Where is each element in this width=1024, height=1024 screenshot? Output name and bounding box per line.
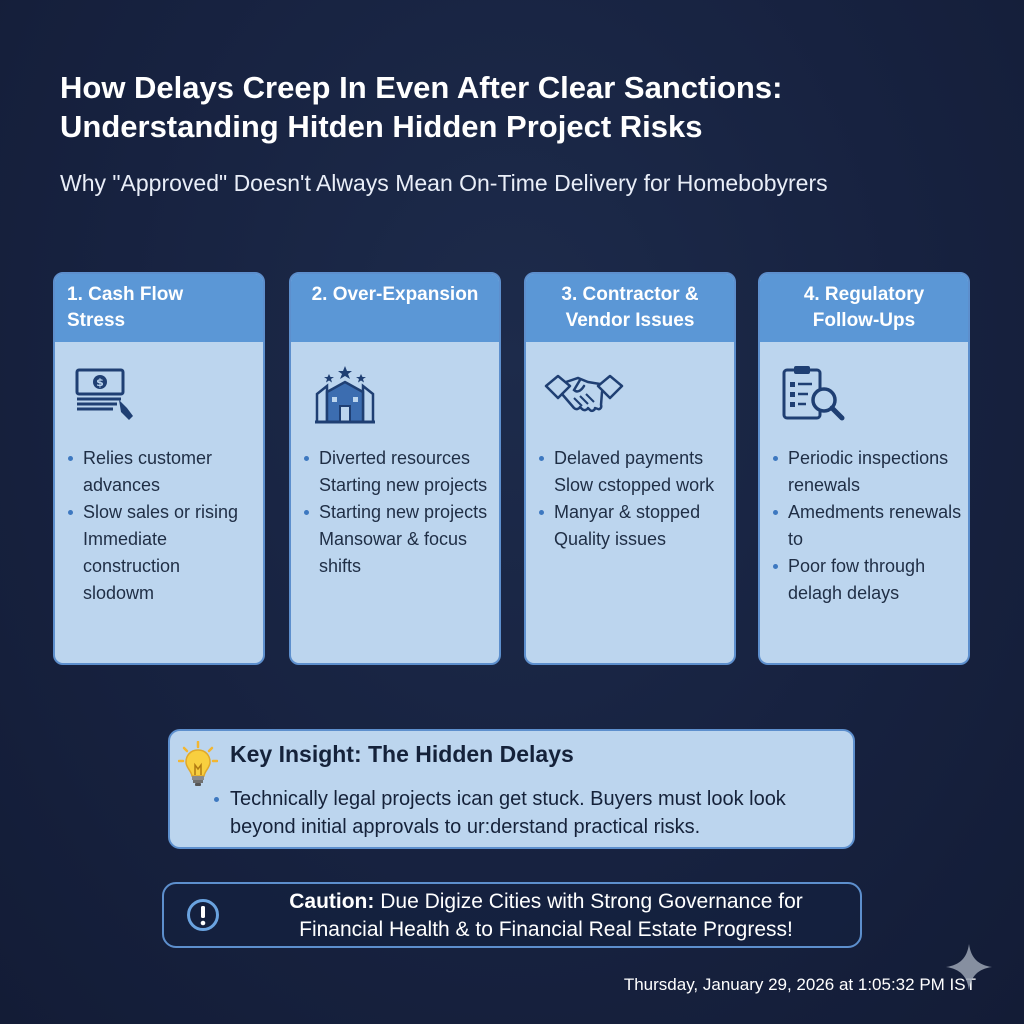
list-item-line: to [788, 529, 804, 549]
list-item: Manyar & stopped Quality issues [538, 499, 728, 553]
list-item-line: Manyar & stopped [554, 502, 701, 522]
key-insight-box: Key Insight: The Hidden Delays Technical… [168, 729, 855, 849]
card-header-line: 3. Contractor & [561, 284, 699, 305]
card-bullet-list: Delaved payments Slow cstopped work Many… [526, 445, 734, 553]
list-item-line: Delaved payments [554, 448, 704, 468]
key-insight-text-line: Technically legal projects ican get stuc… [230, 788, 786, 810]
list-item: Starting new projects Mansowar & focus s… [303, 499, 493, 580]
list-item-line: Periodic inspections [788, 448, 949, 468]
caution-text: Caution: Due Digize Cities with Strong G… [236, 888, 856, 944]
list-item-line: renewals [788, 475, 861, 495]
card-bullet-list: Periodic inspections renewals Amedments … [760, 445, 968, 607]
card-bullet-list: Relies customer advances Slow sales or r… [55, 445, 263, 607]
card-over-expansion: 2. Over-Expansion Diverted resources Sta… [289, 272, 501, 665]
list-item-line: Slow cstopped work [554, 475, 715, 495]
list-item: Periodic inspections renewals [772, 445, 962, 499]
card-header-line: 4. Regulatory [803, 284, 925, 305]
list-item: Delaved payments Slow cstopped work [538, 445, 728, 499]
list-item-line: shifts [319, 556, 362, 576]
page-title-line-1: How Delays Creep In Even After Clear San… [60, 70, 783, 105]
card-header: 4. Regulatory Follow-Ups [760, 274, 968, 342]
caution-line-1: Due Digize Cities with Strong Governance… [374, 890, 803, 913]
list-item-line: Poor fow through [788, 556, 926, 576]
key-insight-text: Technically legal projects ican get stuc… [214, 785, 844, 841]
card-header-line: Follow-Ups [812, 310, 916, 331]
card-header-line: 2. Over-Expansion [311, 284, 479, 305]
list-item: Relies customer advances [67, 445, 257, 499]
list-item-line: Diverted resources [319, 448, 471, 468]
caution-line-2: Financial Health & to Financial Real Est… [299, 918, 793, 941]
list-item-line: Quality issues [554, 529, 667, 549]
list-item-line: Immediate [83, 529, 168, 549]
card-header: 1. Cash Flow Stress [55, 274, 263, 342]
card-header: 2. Over-Expansion [291, 274, 499, 342]
card-contractor-vendor-issues: 3. Contractor & Vendor Issues Delaved pa… [524, 272, 736, 665]
card-header-line: 1. Cash Flow [67, 284, 184, 305]
caution-box: Caution: Due Digize Cities with Strong G… [162, 882, 862, 948]
buildings-stars-icon [315, 366, 375, 424]
clipboard-magnifier-icon [782, 366, 845, 421]
timestamp: Thursday, January 29, 2026 at 1:05:32 PM… [623, 975, 976, 994]
card-regulatory-follow-ups: 4. Regulatory Follow-Ups Periodic inspec… [758, 272, 970, 665]
list-item: Slow sales or rising Immediate construct… [67, 499, 257, 607]
card-header-line: Stress [67, 310, 126, 331]
list-item-line: Starting new projects [319, 502, 488, 522]
exclamation-circle-icon [187, 899, 219, 931]
list-item: Amedments renewals to [772, 499, 962, 553]
list-item-line: slodowm [83, 583, 155, 603]
card-header-line: Vendor Issues [565, 310, 695, 331]
page-title-line-2: Understanding Hitden Hidden Project Risk… [60, 109, 703, 144]
card-cash-flow-stress: 1. Cash Flow Stress $ Relies customer ad… [53, 272, 265, 665]
sparkle-icon [946, 944, 992, 990]
list-item-line: Amedments renewals [788, 502, 962, 522]
lightbulb-icon [178, 741, 218, 786]
list-item-line: Mansowar & focus [319, 529, 468, 549]
money-hand-icon: $ [75, 368, 133, 420]
key-insight-title: Key Insight: The Hidden Delays [230, 741, 574, 767]
list-item-line: Relies customer [83, 448, 213, 468]
key-insight-text-line: beyond initial approvals to ur:derstand … [230, 816, 701, 838]
list-item-line: Slow sales or rising [83, 502, 239, 522]
caution-label: Caution: [289, 890, 375, 913]
list-item-line: Starting new projects [319, 475, 488, 495]
caution-text-line-1: Caution: Due Digize Cities with Strong G… [236, 888, 856, 916]
list-item: Poor fow through delagh delays [772, 553, 962, 607]
page-title: How Delays Creep In Even After Clear San… [60, 68, 980, 146]
list-item-line: construction [83, 556, 181, 576]
card-header: 3. Contractor & Vendor Issues [526, 274, 734, 342]
svg-text:$: $ [96, 376, 104, 389]
list-item-line: advances [83, 475, 161, 495]
page-subtitle: Why "Approved" Doesn't Always Mean On-Ti… [60, 170, 828, 196]
list-item: Diverted resources Starting new projects [303, 445, 493, 499]
card-bullet-list: Diverted resources Starting new projects… [291, 445, 499, 580]
list-item-line: delagh delays [788, 583, 900, 603]
handshake-icon [544, 374, 624, 413]
